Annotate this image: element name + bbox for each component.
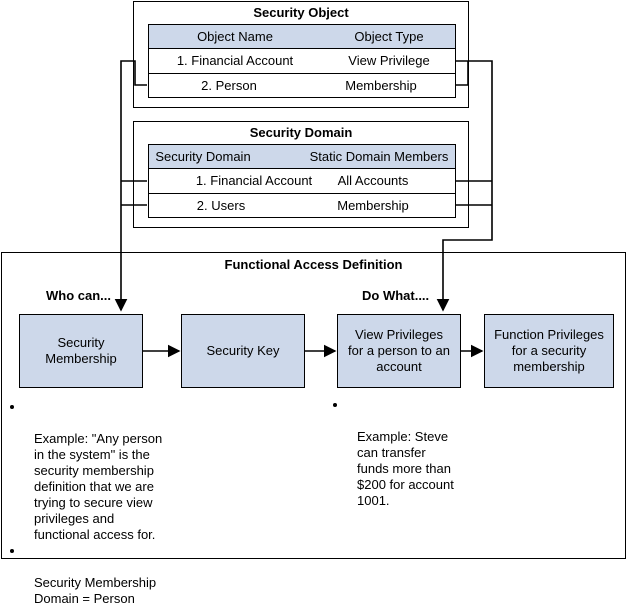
box-label: Function Privileges for a security membe… bbox=[494, 327, 604, 374]
security-domain-title: Security Domain bbox=[249, 125, 353, 140]
bullet-icon bbox=[10, 549, 14, 553]
table-row: 2. Person Membership bbox=[149, 73, 455, 97]
do-what-notes: Example: Steve can transfer funds more t… bbox=[333, 397, 487, 509]
do-what-heading: Do What.... bbox=[362, 288, 430, 303]
bullet-icon bbox=[333, 403, 337, 407]
column-header: Security Domain bbox=[155, 149, 251, 164]
membership-object-link-line bbox=[455, 61, 469, 86]
person-link-line bbox=[114, 60, 147, 312]
who-can-heading: Who can... bbox=[46, 288, 111, 303]
table-cell: 1. Financial Account bbox=[195, 173, 313, 188]
security-object-title: Security Object bbox=[253, 5, 349, 20]
table-row: 1. Financial Account View Privilege bbox=[149, 49, 455, 73]
security-domain-frame: Security Domain Security Domain Static D… bbox=[133, 121, 469, 228]
connector-lines bbox=[114, 60, 493, 358]
security-key-box: Security Key bbox=[181, 314, 305, 388]
table-row: 1. Financial Account All Accounts bbox=[149, 169, 455, 193]
security-object-table: Object Name Object Type 1. Financial Acc… bbox=[148, 24, 456, 98]
note-text: Example: "Any person in the system" is t… bbox=[34, 431, 163, 542]
security-domain-table: Security Domain Static Domain Members 1.… bbox=[148, 144, 456, 218]
column-header: Object Type bbox=[354, 29, 424, 44]
table-cell: View Privilege bbox=[348, 53, 430, 68]
note-text: Security Membership Domain = Person bbox=[34, 575, 157, 606]
list-item: Example: Steve can transfer funds more t… bbox=[333, 397, 487, 509]
box-label: Security Membership bbox=[45, 335, 117, 366]
table-header: Object Name Object Type bbox=[149, 25, 455, 49]
bullet-icon bbox=[10, 405, 14, 409]
table-row: 2. Users Membership bbox=[149, 193, 455, 217]
functional-access-frame: Functional Access Definition bbox=[1, 252, 626, 559]
table-cell: Membership bbox=[345, 78, 417, 93]
column-header: Static Domain Members bbox=[309, 149, 449, 164]
table-cell: 2. Person bbox=[201, 78, 257, 93]
box-label: View Privileges for a person to an accou… bbox=[348, 327, 450, 374]
table-cell: 1. Financial Account bbox=[176, 53, 294, 68]
table-cell: Membership bbox=[337, 198, 409, 213]
column-header: Object Name bbox=[197, 29, 273, 44]
function-privileges-box: Function Privileges for a security membe… bbox=[484, 314, 614, 388]
list-item: Example: "Any person in the system" is t… bbox=[10, 399, 204, 543]
security-membership-box: Security Membership bbox=[19, 314, 143, 388]
table-cell: All Accounts bbox=[337, 173, 409, 188]
box-label: Security Key bbox=[206, 343, 280, 358]
security-object-frame: Security Object Object Name Object Type … bbox=[133, 1, 469, 108]
table-cell: 2. Users bbox=[196, 198, 246, 213]
financial-object-link-line bbox=[436, 60, 493, 312]
functional-access-title: Functional Access Definition bbox=[224, 257, 403, 272]
view-privileges-box: View Privileges for a person to an accou… bbox=[337, 314, 461, 388]
note-text: Example: Steve can transfer funds more t… bbox=[357, 429, 454, 508]
table-header: Security Domain Static Domain Members bbox=[149, 145, 455, 169]
